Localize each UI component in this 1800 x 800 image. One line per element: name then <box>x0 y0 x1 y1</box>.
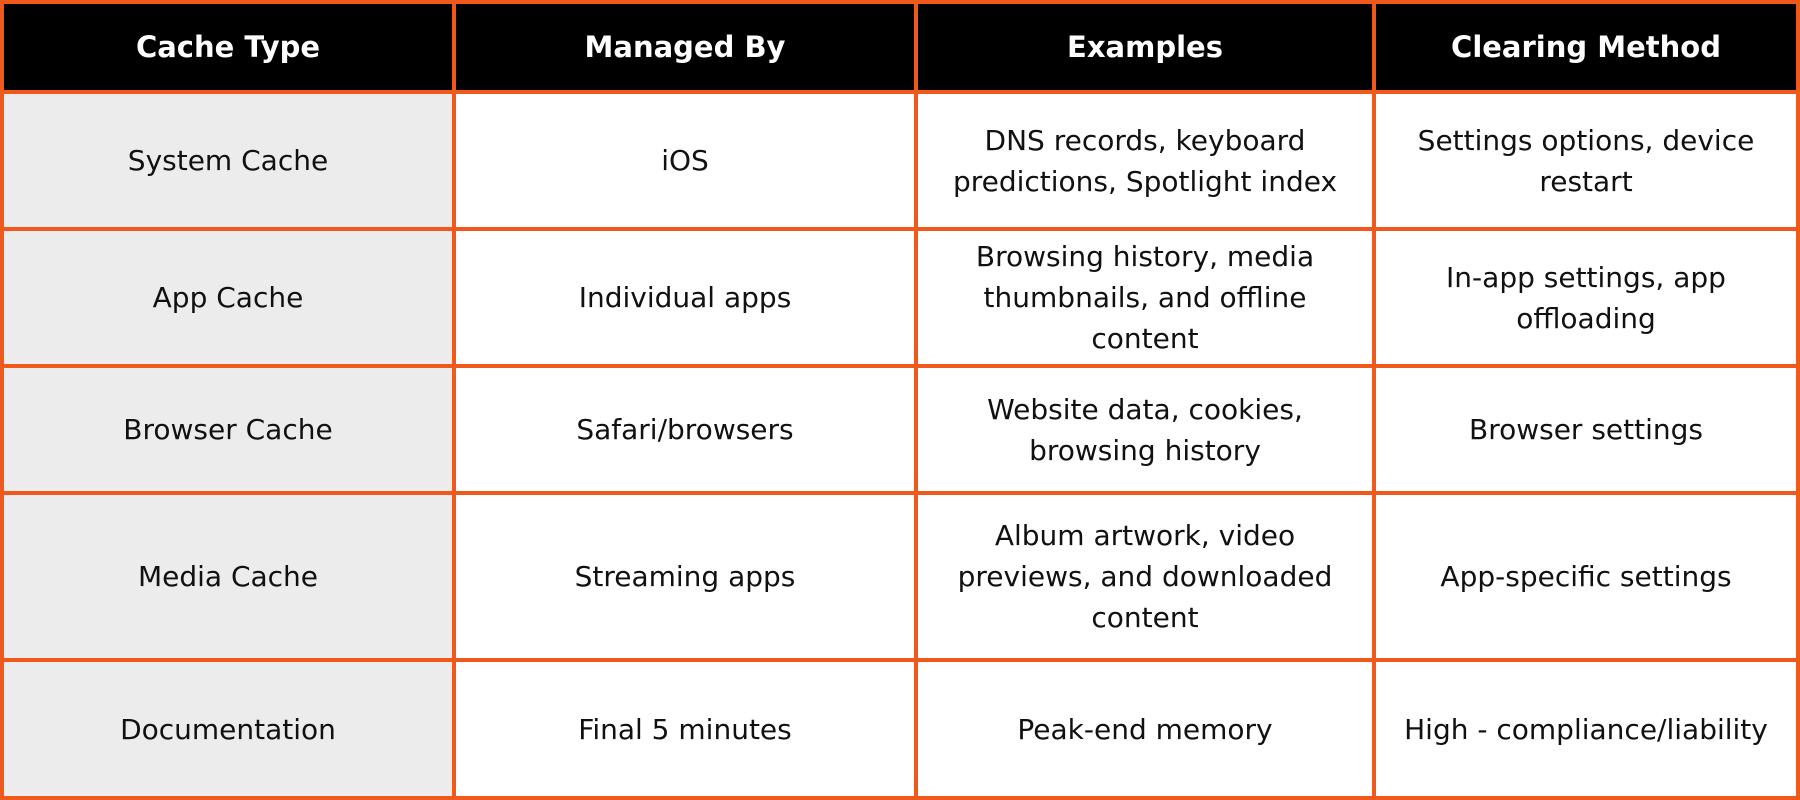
cell-cache-type: Media Cache <box>4 495 452 658</box>
cell-cache-type: App Cache <box>4 231 452 364</box>
cell-examples: Browsing history, media thumbnails, and … <box>918 231 1372 364</box>
column-header-cache-type: Cache Type <box>4 4 452 90</box>
cell-examples: DNS records, keyboard predictions, Spotl… <box>918 94 1372 227</box>
cell-clearing-method: In-app settings, app offloading <box>1376 231 1796 364</box>
column-header-managed-by: Managed By <box>456 4 914 90</box>
column-header-examples: Examples <box>918 4 1372 90</box>
cell-cache-type: Browser Cache <box>4 368 452 491</box>
cell-clearing-method: App-specific settings <box>1376 495 1796 658</box>
cell-cache-type: System Cache <box>4 94 452 227</box>
cell-examples: Album artwork, video previews, and downl… <box>918 495 1372 658</box>
cell-managed-by: Streaming apps <box>456 495 914 658</box>
cell-managed-by: Individual apps <box>456 231 914 364</box>
cell-managed-by: Final 5 minutes <box>456 662 914 796</box>
cell-managed-by: Safari/browsers <box>456 368 914 491</box>
cell-examples: Peak-end memory <box>918 662 1372 796</box>
cell-clearing-method: Browser settings <box>1376 368 1796 491</box>
column-header-clearing-method: Clearing Method <box>1376 4 1796 90</box>
cell-managed-by: iOS <box>456 94 914 227</box>
cell-cache-type: Documentation <box>4 662 452 796</box>
cell-clearing-method: High - compliance/liability <box>1376 662 1796 796</box>
cell-examples: Website data, cookies, browsing history <box>918 368 1372 491</box>
cell-clearing-method: Settings options, device restart <box>1376 94 1796 227</box>
